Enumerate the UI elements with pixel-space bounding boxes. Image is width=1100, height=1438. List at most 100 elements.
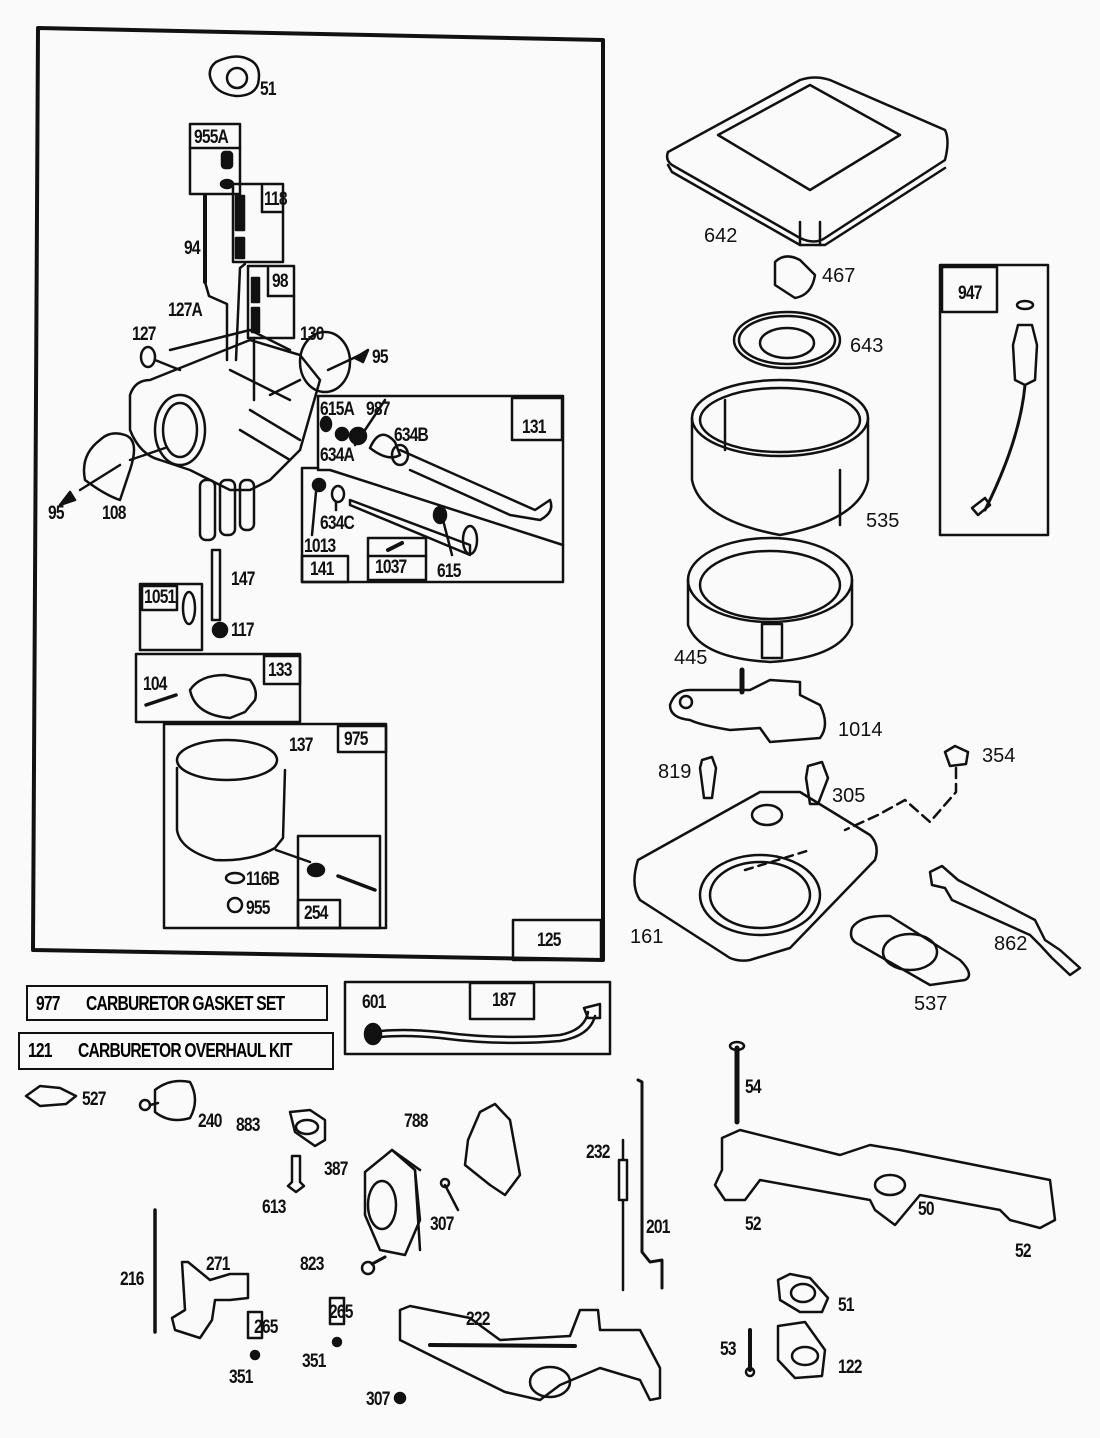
- part-240: [138, 1079, 197, 1122]
- kit-overhaul-number: 121: [28, 1040, 52, 1062]
- bracket-788: [463, 1102, 522, 1197]
- tag-125: 125: [537, 930, 561, 951]
- gasket-51-bottom: [776, 1272, 830, 1314]
- tag-1037: 1037: [375, 557, 407, 578]
- label-265-left: 265: [254, 1317, 278, 1338]
- label-987: 987: [366, 399, 390, 420]
- box-1037: [366, 536, 428, 582]
- box-975: [162, 722, 388, 930]
- knob-467: [773, 255, 817, 300]
- plate-643: [732, 310, 842, 370]
- kit-overhaul: 121 CARBURETOR OVERHAUL KIT: [18, 1032, 334, 1070]
- tag-141: 141: [310, 559, 334, 580]
- governor-bracket-222: [398, 1304, 662, 1402]
- label-634C: 634C: [320, 513, 355, 534]
- label-615: 615: [437, 561, 461, 582]
- label-51: 51: [260, 79, 277, 100]
- bracket-271: [170, 1260, 250, 1340]
- carburetor-body-drawing: [128, 328, 322, 542]
- base-plate-1014: [668, 667, 827, 744]
- label-94: 94: [184, 238, 201, 259]
- box-125: [511, 918, 603, 962]
- label-216: 216: [120, 1269, 144, 1290]
- label-305: 305: [832, 785, 866, 807]
- kit-gasket-set-name: CARBURETOR GASKET SET: [85, 993, 285, 1015]
- air-cleaner-base-161: [633, 790, 878, 962]
- label-883: 883: [236, 1115, 260, 1136]
- tag-975: 975: [344, 729, 368, 750]
- label-104: 104: [143, 674, 167, 695]
- label-51-bottom: 51: [838, 1295, 855, 1316]
- clip-265-a: [246, 1310, 264, 1340]
- label-351-right: 351: [302, 1351, 326, 1372]
- label-201: 201: [646, 1217, 670, 1238]
- clip-265-b: [328, 1296, 346, 1326]
- tag-98: 98: [272, 271, 289, 292]
- box-133: [134, 652, 302, 724]
- label-117: 117: [231, 620, 254, 641]
- kit-overhaul-name: CARBURETOR OVERHAUL KIT: [77, 1040, 293, 1062]
- label-54: 54: [745, 1077, 762, 1098]
- label-1013: 1013: [304, 536, 336, 557]
- label-634B: 634B: [394, 425, 429, 446]
- label-307-lower: 307: [366, 1389, 390, 1410]
- label-161: 161: [630, 926, 664, 948]
- box-947: [938, 263, 1050, 537]
- label-955: 955: [246, 898, 270, 919]
- rod-201: [636, 1078, 664, 1290]
- label-116B: 116B: [246, 869, 280, 890]
- label-232: 232: [586, 1142, 610, 1163]
- label-788: 788: [404, 1111, 428, 1132]
- label-445: 445: [674, 647, 708, 669]
- label-467: 467: [822, 265, 856, 287]
- label-50: 50: [918, 1199, 935, 1220]
- box-1051: [138, 582, 204, 652]
- label-127A: 127A: [168, 300, 203, 321]
- label-52-right: 52: [1015, 1241, 1032, 1262]
- precleaner-535: [690, 378, 870, 537]
- label-122: 122: [838, 1357, 862, 1378]
- tag-947: 947: [958, 283, 982, 304]
- label-307-upper: 307: [430, 1214, 454, 1235]
- gasket-883: [288, 1108, 327, 1148]
- label-527: 527: [82, 1089, 106, 1110]
- air-cleaner-cover-642: [665, 76, 949, 247]
- filter-445: [686, 536, 854, 664]
- plate-130: [298, 330, 352, 394]
- label-130: 130: [300, 324, 324, 345]
- tag-955A: 955A: [194, 127, 229, 148]
- label-1014: 1014: [838, 719, 883, 741]
- label-819: 819: [658, 761, 692, 783]
- label-95-right: 95: [372, 347, 389, 368]
- label-642: 642: [704, 225, 738, 247]
- nut-354: [943, 744, 970, 768]
- label-537: 537: [914, 993, 948, 1015]
- label-535: 535: [866, 510, 900, 532]
- tag-133: 133: [268, 660, 292, 681]
- label-601: 601: [362, 992, 386, 1013]
- label-147: 147: [231, 569, 255, 590]
- box-141: [300, 554, 350, 584]
- box-955A: [188, 122, 242, 196]
- label-95-left: 95: [48, 503, 65, 524]
- manifold-50: [713, 1128, 1057, 1230]
- label-643: 643: [850, 335, 884, 357]
- tag-187: 187: [492, 990, 516, 1011]
- label-613: 613: [262, 1197, 286, 1218]
- label-265-right: 265: [329, 1302, 353, 1323]
- label-52-left: 52: [745, 1214, 762, 1235]
- screw-613: [286, 1154, 306, 1194]
- bolt-819: [698, 755, 718, 800]
- tag-1051: 1051: [144, 587, 176, 608]
- box-118: [231, 182, 285, 264]
- label-127: 127: [132, 324, 156, 345]
- label-823: 823: [300, 1254, 324, 1275]
- tag-118: 118: [264, 189, 287, 210]
- label-108: 108: [102, 503, 126, 524]
- label-615A: 615A: [320, 399, 355, 420]
- label-137: 137: [289, 735, 313, 756]
- label-351-left: 351: [229, 1367, 253, 1388]
- label-634A: 634A: [320, 445, 355, 466]
